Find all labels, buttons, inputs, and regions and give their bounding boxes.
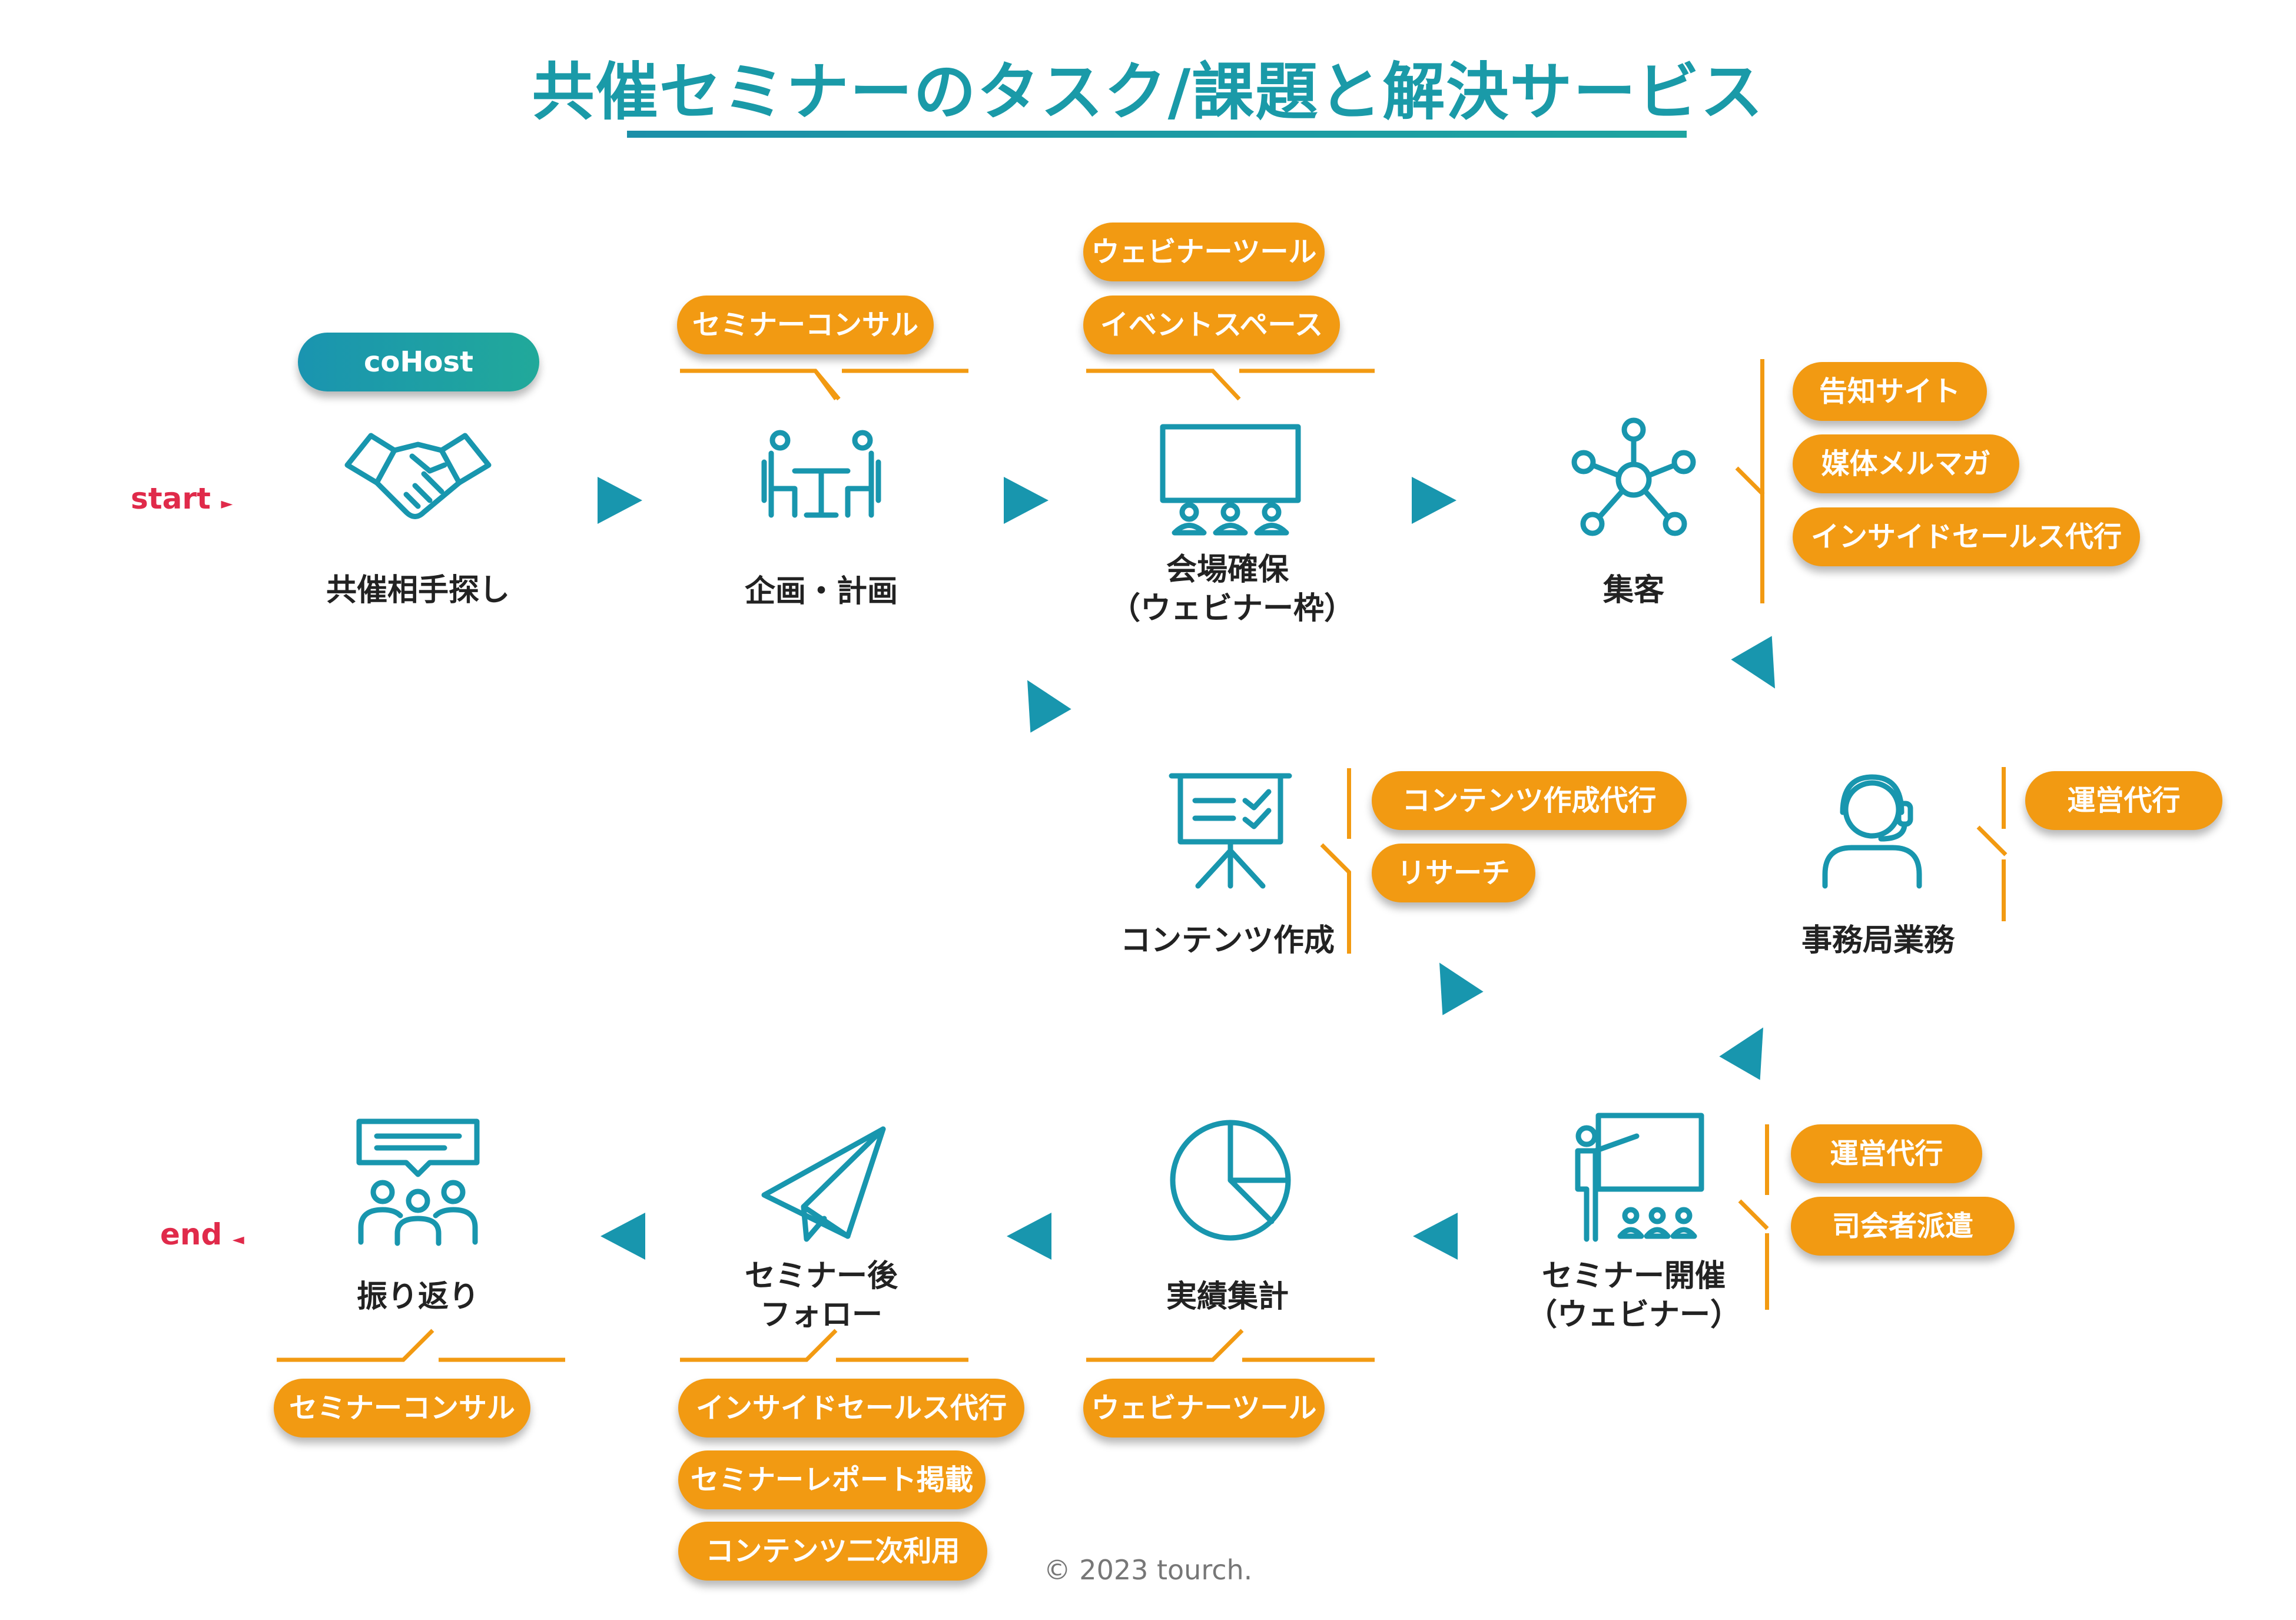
- flow-arrow-left: [1007, 1213, 1051, 1260]
- feedback-group-icon: [356, 1118, 480, 1246]
- page-title: 共催セミナーのタスク/課題と解決サービス: [532, 56, 1764, 128]
- callout-bracket: [1347, 768, 1351, 839]
- step-label-review: 振り返り: [356, 1279, 479, 1314]
- flow-arrow-down: [1731, 636, 1796, 701]
- service-operation-agency-2[interactable]: 運営代行: [1791, 1124, 1982, 1183]
- flow-arrow-left: [600, 1213, 645, 1260]
- service-inside-sales-2[interactable]: インサイドセールス代行: [678, 1379, 1024, 1438]
- lecture-icon: [1566, 1113, 1707, 1242]
- service-research[interactable]: リサーチ: [1372, 844, 1535, 902]
- flow-arrow-right: [598, 477, 642, 524]
- callout-connector: [677, 1322, 971, 1369]
- service-seminar-report[interactable]: セミナーレポート掲載: [678, 1450, 986, 1509]
- service-webinar-tool[interactable]: ウェビナーツール: [1083, 223, 1325, 281]
- flow-arrow-right: [1412, 477, 1456, 524]
- presentation-board-icon: [1169, 771, 1292, 889]
- callout-bracket: [1765, 1233, 1769, 1310]
- callout-bracket: [1760, 359, 1764, 603]
- callout-connector: [677, 353, 971, 401]
- callout-connector: [1975, 824, 2010, 859]
- callout-bracket: [1347, 871, 1351, 954]
- service-content-creation-agency[interactable]: コンテンツ作成代行: [1372, 771, 1687, 830]
- service-event-space[interactable]: イベントスペース: [1083, 296, 1340, 354]
- step-label-hold: セミナー開催（ウェビナー）: [1526, 1259, 1741, 1333]
- step-label-venue: 会場確保（ウェビナー枠）: [1110, 552, 1355, 626]
- step-label-follow: セミナー後フォロー: [744, 1259, 898, 1333]
- callout-connector: [274, 1322, 568, 1369]
- service-announce-site[interactable]: 告知サイト: [1793, 362, 1987, 421]
- callout-connector: [1083, 1322, 1378, 1369]
- paper-plane-icon: [759, 1124, 889, 1242]
- step-label-attract: 集客: [1602, 573, 1664, 608]
- flow-arrow-up: [1007, 668, 1071, 733]
- callout-bracket: [2002, 767, 2006, 829]
- service-operation-agency[interactable]: 運営代行: [2025, 771, 2222, 830]
- callout-connector: [1083, 353, 1378, 401]
- service-seminar-consulting-2[interactable]: セミナーコンサル: [274, 1379, 530, 1438]
- service-seminar-consulting[interactable]: セミナーコンサル: [677, 296, 934, 354]
- venue-icon: [1160, 424, 1301, 536]
- service-mc-dispatch[interactable]: 司会者派遣: [1791, 1197, 2015, 1256]
- headset-icon: [1816, 771, 1928, 889]
- step-label-results: 実績集計: [1166, 1279, 1289, 1314]
- callout-bracket: [2002, 859, 2006, 921]
- start-marker: start ►: [131, 482, 233, 516]
- step-label-content: コンテンツ作成: [1120, 923, 1335, 958]
- callout-connector: [1734, 465, 1769, 500]
- callout-connector: [1319, 842, 1354, 877]
- step-label-office: 事務局業務: [1801, 923, 1955, 958]
- flow-arrow-right: [1004, 477, 1049, 524]
- service-inside-sales[interactable]: インサイドセールス代行: [1793, 507, 2140, 566]
- copyright: © 2023 tourch.: [1043, 1554, 1253, 1586]
- step-label-planning: 企画・計画: [744, 574, 898, 609]
- pie-chart-icon: [1169, 1118, 1292, 1242]
- flow-arrow-left: [1413, 1213, 1458, 1260]
- step-label-partner: 共催相手探し: [326, 573, 510, 608]
- flow-arrow-up: [1419, 951, 1484, 1015]
- callout-connector: [1737, 1198, 1772, 1233]
- service-media-newsletter[interactable]: 媒体メルマガ: [1793, 434, 2019, 493]
- callout-bracket: [1765, 1124, 1769, 1195]
- cohost-badge[interactable]: coHost: [298, 333, 539, 391]
- end-marker: end ◄: [160, 1217, 244, 1251]
- flow-arrow-up: [1719, 1015, 1784, 1080]
- title-underline: [627, 131, 1687, 138]
- meeting-icon: [759, 430, 883, 518]
- network-icon: [1566, 417, 1701, 542]
- service-webinar-tool-2[interactable]: ウェビナーツール: [1083, 1379, 1325, 1438]
- service-content-reuse[interactable]: コンテンツ二次利用: [678, 1522, 987, 1581]
- handshake-icon: [341, 424, 495, 530]
